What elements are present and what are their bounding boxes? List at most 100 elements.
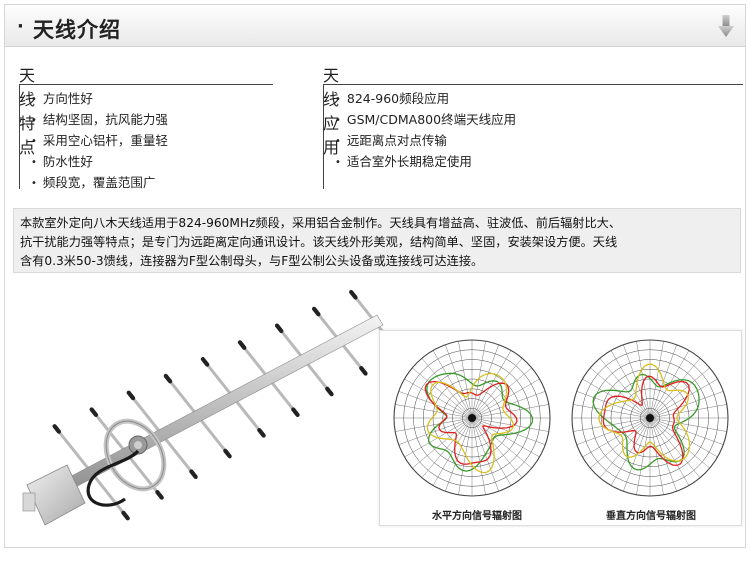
polar-spoke: [649, 404, 727, 419]
description-line: 含有0.3米50-3馈线，连接器为F型公制母头，与F型公制公头设备或连接线可达连…: [20, 254, 484, 268]
header-bullet: ·: [17, 16, 24, 37]
polar-spoke: [649, 417, 690, 486]
polar-spoke: [471, 417, 532, 469]
list-item: 824-960频段应用: [335, 89, 516, 110]
polar-spoke: [599, 417, 651, 478]
element-end-cap: [325, 386, 334, 397]
element-end-cap: [349, 289, 358, 300]
list-item: 防水性好: [31, 152, 168, 173]
applications-list: 824-960频段应用 GSM/CDMA800终端天线应用 远距离点对点传输 适…: [335, 89, 516, 173]
list-item: 采用空心铝杆，重量轻: [31, 131, 168, 152]
yagi-antenna-image: [22, 289, 402, 526]
element-end-cap: [52, 424, 62, 434]
vertical-pattern-caption: 垂直方向信号辐射图: [606, 511, 696, 522]
polar-spoke: [458, 341, 473, 419]
element-end-cap: [163, 373, 173, 384]
polar-spoke: [471, 358, 523, 419]
polar-spoke: [636, 341, 651, 419]
polar-spoke: [649, 417, 724, 445]
polar-spoke: [610, 350, 651, 419]
description-line: 本款室外定向八木天线适用于824-960MHz频段，采用铝合金制作。天线具有增益…: [20, 216, 622, 230]
product-panel: · 天线介绍 天线特点 方向性好 结构坚固，抗风能力强 采用空心铝杆，重量轻 防…: [4, 4, 746, 548]
polar-spoke: [649, 378, 718, 419]
polar-spoke: [599, 358, 651, 419]
pattern-trace: [598, 363, 691, 462]
polar-spoke: [471, 417, 523, 478]
product-description: 本款室外定向八木天线适用于824-960MHz频段，采用铝合金制作。天线具有增益…: [13, 208, 741, 273]
element-end-cap: [155, 490, 164, 500]
element-end-cap: [257, 428, 266, 438]
polar-spoke: [590, 417, 651, 469]
polar-spoke: [421, 358, 473, 419]
element-end-cap: [200, 357, 210, 367]
features-vertical-rule: [19, 84, 20, 189]
vertical-pattern-icon: [571, 339, 729, 497]
list-item: 频段宽，覆盖范围广: [31, 173, 168, 194]
element-end-cap: [121, 510, 130, 521]
applications-vertical-rule: [323, 84, 324, 189]
section-header: · 天线介绍: [5, 5, 745, 47]
pattern-trace: [602, 375, 690, 467]
polar-spoke: [576, 391, 651, 419]
element-end-cap: [126, 390, 136, 401]
polar-spoke: [421, 417, 473, 478]
polar-spoke: [404, 378, 473, 419]
polar-spoke: [649, 417, 718, 458]
horizontal-pattern-icon: [393, 339, 551, 497]
polar-spoke: [471, 350, 512, 419]
polar-spoke: [582, 417, 651, 458]
horizontal-pattern-caption: 水平方向信号辐射图: [432, 511, 522, 522]
arrow-down-icon[interactable]: [717, 14, 735, 38]
polar-spoke: [412, 417, 473, 469]
polar-spoke: [398, 417, 473, 445]
element-end-cap: [189, 469, 198, 480]
polar-spoke: [636, 417, 651, 495]
features-list: 方向性好 结构坚固，抗风能力强 采用空心铝杆，重量轻 防水性好 频段宽，覆盖范围…: [31, 89, 168, 194]
section-title: 天线介绍: [33, 18, 121, 42]
polar-spoke: [395, 404, 473, 419]
polar-spoke: [471, 417, 486, 495]
polar-spoke: [649, 417, 701, 478]
description-line: 抗干扰能力强等特点；是专门为远距离定向通讯设计。该天线外形美观，结构简单、坚固，…: [20, 235, 618, 249]
polar-spoke: [649, 417, 664, 495]
polar-spoke: [649, 341, 664, 419]
pattern-trace: [424, 380, 518, 465]
polar-spoke: [471, 341, 486, 419]
list-item: 远距离点对点传输: [335, 131, 516, 152]
list-item: 适合室外长期稳定使用: [335, 152, 516, 173]
polar-spoke: [445, 344, 473, 419]
polar-spoke: [649, 417, 727, 432]
antenna-center-marker: [646, 414, 654, 422]
element-end-cap: [237, 340, 247, 350]
polar-spoke: [445, 417, 473, 492]
polar-spoke: [590, 367, 651, 419]
polar-spoke: [582, 378, 651, 419]
polar-spoke: [458, 417, 473, 495]
polar-spoke: [649, 367, 710, 419]
radiation-pattern-panel: 水平方向信号辐射图 垂直方向信号辐射图: [379, 330, 742, 526]
element-end-cap: [291, 407, 300, 417]
pattern-trace: [426, 372, 515, 474]
list-item: 结构坚固，抗风能力强: [31, 110, 168, 131]
list-item: 方向性好: [31, 89, 168, 110]
polar-spoke: [432, 417, 473, 486]
polar-spoke: [610, 417, 651, 486]
element-end-cap: [223, 448, 232, 459]
list-item: GSM/CDMA800终端天线应用: [335, 110, 516, 131]
element-end-cap: [359, 365, 368, 376]
polar-spoke: [471, 417, 540, 458]
polar-spoke: [412, 367, 473, 419]
polar-spoke: [573, 404, 651, 419]
element-end-cap: [274, 323, 284, 334]
applications-divider: [323, 84, 743, 85]
polar-spoke: [432, 350, 473, 419]
polar-spoke: [623, 344, 651, 419]
polar-spoke: [471, 344, 499, 419]
polar-spoke: [471, 391, 546, 419]
polar-spoke: [395, 417, 473, 432]
features-divider: [19, 84, 273, 85]
antenna-center-marker: [468, 414, 476, 422]
polar-spoke: [471, 417, 549, 432]
element-end-cap: [89, 407, 99, 418]
element-end-cap: [311, 306, 321, 317]
